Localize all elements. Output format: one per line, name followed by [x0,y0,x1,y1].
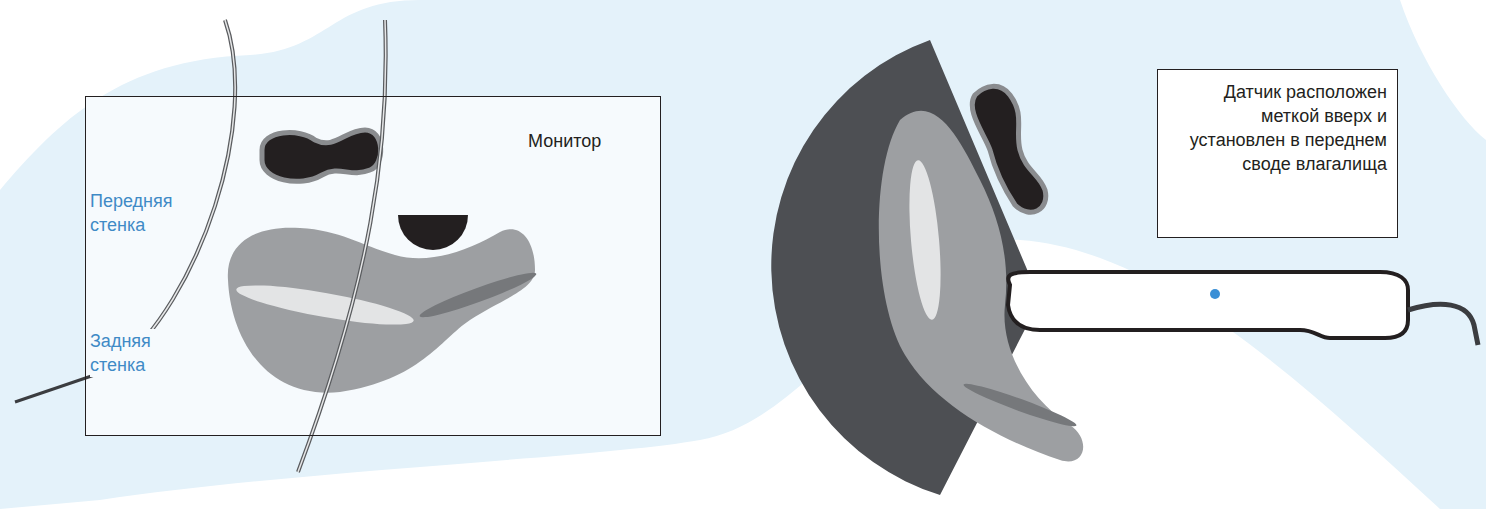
wall-label: Передняя стенка [90,189,185,237]
cervical-canal [417,267,538,323]
monitor-label: Монитор [528,129,648,153]
monitor-frame: МониторПередняя стенкаЗадняя стенка [85,96,661,436]
uterus [228,228,535,393]
endometrium [234,278,415,333]
bladder [262,130,381,181]
callout-text: Датчик расположен меткой вверх и установ… [1168,80,1387,176]
probe-shadow [398,215,468,250]
transvaginal-probe [1008,272,1408,338]
anatomy-line [298,20,386,472]
wall-label: Задняя стенка [90,329,185,377]
callout-box: Датчик расположен меткой вверх и установ… [1157,69,1398,238]
probe-marker [1210,289,1220,299]
cervical-canal [962,379,1079,431]
probe-cable [1408,304,1478,345]
endometrium [904,159,946,321]
monitor-screen [85,96,661,436]
anatomy-line [298,20,386,472]
bladder [972,86,1046,212]
